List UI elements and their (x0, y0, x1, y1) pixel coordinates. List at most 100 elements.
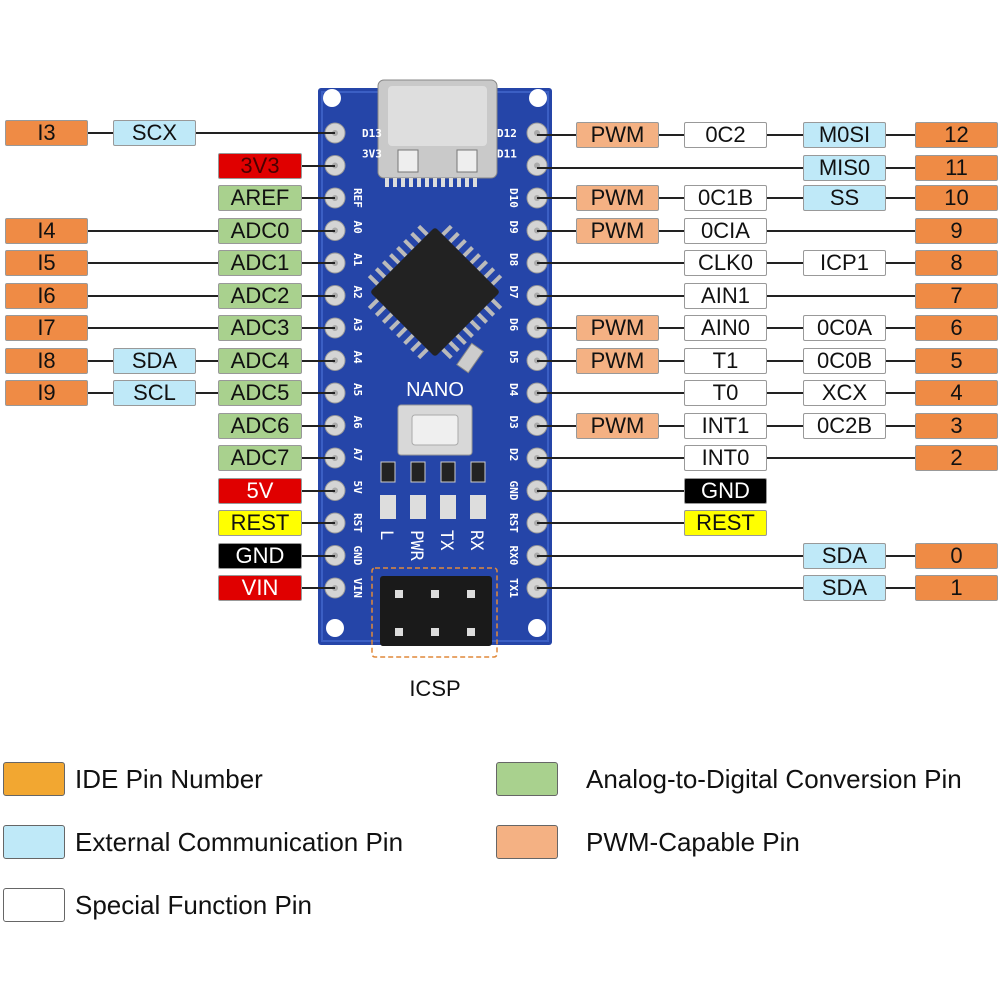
board-pin-label: A4 (351, 351, 364, 365)
board-pin-label: D10 (507, 188, 520, 208)
ide-pin-number: 0 (915, 542, 998, 569)
led-label: PWR (406, 530, 426, 561)
secondary-function-label: 0C2B (803, 412, 886, 439)
pin-function-label: ADC0 (218, 217, 302, 244)
board-pin-label: D5 (507, 351, 520, 364)
pin-connector-line (537, 522, 725, 524)
special-function-label: AIN0 (684, 315, 767, 341)
icsp-header (380, 576, 492, 646)
pin-connector-line (45, 262, 335, 264)
ide-pin-number: 12 (915, 122, 998, 148)
board-name: NANO (406, 379, 464, 401)
board-pin-label: RX0 (507, 546, 520, 566)
ide-pin-number: 2 (915, 445, 998, 471)
legend-label: Analog-to-Digital Conversion Pin (586, 764, 962, 794)
secondary-function-label: SDA (803, 542, 886, 569)
legend-label: Special Function Pin (75, 890, 313, 920)
board-pin-label: RST (351, 513, 364, 533)
board-pin-label: D3 (507, 416, 520, 429)
board-pin-label: D9 (507, 221, 520, 234)
ide-pin-number: 11 (915, 154, 998, 181)
board-pin-label: A0 (351, 221, 364, 234)
ide-pin-number: 10 (915, 185, 998, 211)
legend-label: IDE Pin Number (75, 764, 263, 794)
ide-pin-number: I8 (5, 347, 88, 374)
legend-swatch (3, 825, 65, 859)
board-pin-label: D2 (507, 448, 520, 461)
ide-pin-number: 6 (915, 315, 998, 341)
pin-function-label: GND (218, 542, 302, 569)
comm-pin-label: SCL (113, 380, 196, 406)
ide-pin-number: I7 (5, 315, 88, 341)
ide-pin-number: 1 (915, 575, 998, 601)
mounting-hole (323, 89, 341, 107)
secondary-function-label: 0C0B (803, 347, 886, 374)
board-pin-label: 5V (351, 481, 364, 495)
pin-connector-line (537, 489, 725, 492)
led-label: L (376, 530, 396, 540)
board-pin-label: GND (507, 481, 520, 501)
pin-function-label: ADC7 (218, 445, 302, 471)
secondary-function-label: SS (803, 185, 886, 211)
mounting-hole (326, 619, 344, 637)
special-function-label: T0 (684, 380, 767, 406)
board-pin-label: D4 (507, 383, 520, 397)
secondary-function-label: XCX (803, 380, 886, 406)
led-pwr (410, 495, 426, 519)
board-pin-label: D11 (497, 148, 517, 161)
ide-pin-number: 5 (915, 347, 998, 374)
pwm-label: PWM (576, 412, 659, 439)
secondary-function-label: 0C0A (803, 315, 886, 341)
legend-swatch (3, 888, 65, 922)
secondary-function-label: ICP1 (803, 250, 886, 276)
pin-function-label: 5V (218, 477, 302, 504)
pin-connector-line (537, 554, 955, 557)
pin-function-label: ADC6 (218, 412, 302, 439)
pin-function-label: REST (218, 510, 302, 536)
board-pin-label: RST (507, 513, 520, 533)
secondary-function-label: MIS0 (803, 154, 886, 181)
board-pin-label: A7 (351, 448, 364, 461)
pin-connector-line (45, 327, 335, 329)
board-pin-label: A3 (351, 318, 364, 331)
ide-pin-number: 8 (915, 250, 998, 276)
pin-function-label: ADC3 (218, 315, 302, 341)
ide-pin-number: 7 (915, 282, 998, 309)
icsp-label: ICSP (409, 676, 460, 701)
pin-connector-line (45, 229, 335, 232)
led-rx (470, 495, 486, 519)
legend-swatch (496, 825, 558, 859)
ide-pin-number: I6 (5, 282, 88, 309)
mounting-hole (529, 89, 547, 107)
board-pin-label: 3V3 (362, 148, 382, 161)
pin-function-label: ADC1 (218, 250, 302, 276)
special-function-label: CLK0 (684, 250, 767, 276)
special-function-label: T1 (684, 347, 767, 374)
legend-swatch (3, 762, 65, 796)
pin-connector-line (537, 166, 955, 169)
pin-connector-line (45, 294, 335, 297)
board-pin-label: VIN (351, 578, 364, 598)
pwm-label: PWM (576, 122, 659, 148)
board-pin-label: D12 (497, 127, 517, 140)
ide-pin-number: 3 (915, 412, 998, 439)
ide-pin-number: I5 (5, 250, 88, 276)
mounting-hole (528, 619, 546, 637)
pin-function-label: ADC2 (218, 282, 302, 309)
board-pin-label: A6 (351, 416, 364, 430)
board-pin-label: REF (351, 188, 364, 208)
pin-function-label: 3V3 (218, 152, 302, 179)
legend-label: PWM-Capable Pin (586, 827, 800, 857)
pin-function-label: VIN (218, 575, 302, 601)
ide-pin-number: I3 (5, 120, 88, 146)
special-function-label: 0C1B (684, 185, 767, 211)
microcontroller-chip (367, 224, 503, 360)
pcb (318, 88, 552, 645)
pwm-label: PWM (576, 185, 659, 211)
board-pin-label: D7 (507, 286, 520, 299)
board-pin-label: TX1 (507, 578, 520, 598)
pin-function-label: ADC4 (218, 347, 302, 374)
ide-pin-number: I9 (5, 380, 88, 406)
legend-label: External Communication Pin (75, 827, 404, 857)
pwm-label: PWM (576, 315, 659, 341)
